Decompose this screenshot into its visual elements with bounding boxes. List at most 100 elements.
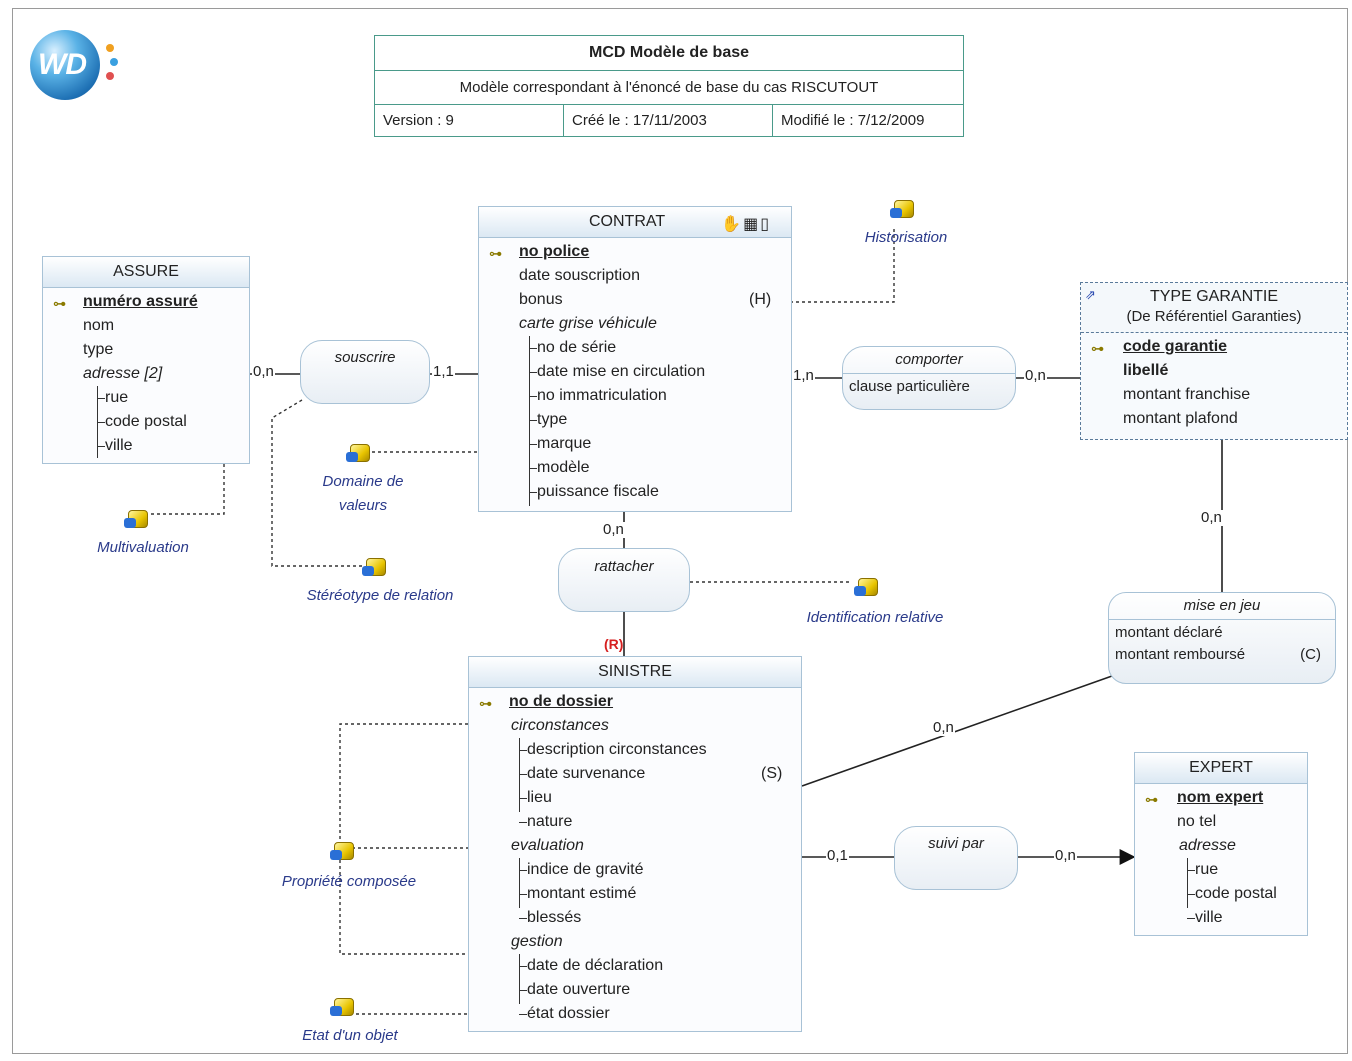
assoc-souscrire-name: souscrire [334, 349, 396, 366]
entity-expert[interactable]: EXPERT ⊶ nom expert no tel adresse rue c… [1134, 752, 1308, 936]
card-comporter-tg: 0,n [1024, 367, 1047, 384]
contrat-attr-date: date souscription [519, 267, 640, 284]
sinistre-sub-montant: montant estimé [527, 885, 637, 902]
assoc-rattacher[interactable]: rattacher [558, 548, 690, 612]
assoc-comporter[interactable]: comporter clause particulière [842, 346, 1016, 410]
model-created: Créé le : 17/11/2003 [564, 105, 773, 137]
expert-sub-cp: code postal [1195, 885, 1277, 902]
key-icon: ⊶ [489, 246, 502, 261]
model-title-block: MCD Modèle de base Modèle correspondant … [374, 35, 964, 137]
note-etat: Etat d'un objet [302, 1027, 398, 1044]
assoc-comporter-name: comporter [895, 351, 963, 368]
assoc-mise-flag: (C) [1300, 646, 1321, 663]
expert-sub-rue: rue [1195, 861, 1219, 878]
note-stereotype: Stéréotype de relation [306, 587, 454, 604]
assoc-souscrire[interactable]: souscrire [300, 340, 430, 404]
entity-tg-name: TYPE GARANTIE [1149, 288, 1279, 305]
contrat-sub-immat: no immatriculation [537, 387, 667, 404]
contrat-sub-serie: no de série [537, 339, 617, 356]
sinistre-sub-nature: nature [527, 813, 573, 830]
entity-sinistre[interactable]: SINISTRE ⊶ no de dossier circonstances d… [468, 656, 802, 1032]
sinistre-id: no de dossier [509, 693, 614, 710]
contrat-attr-bonus: bonus [519, 291, 563, 308]
note-icon [890, 198, 916, 220]
assure-composite: adresse [2] [83, 365, 163, 382]
tg-attr-franchise: montant franchise [1123, 386, 1251, 403]
entity-assure[interactable]: ASSURE ⊶ numéro assuré nom type adresse … [42, 256, 250, 464]
contrat-sub-marque: marque [537, 435, 592, 452]
model-modified: Modifié le : 7/12/2009 [781, 112, 925, 129]
key-icon: ⊶ [1091, 341, 1104, 356]
assoc-suivi-name: suivi par [928, 835, 984, 852]
key-icon: ⊶ [479, 696, 492, 711]
card-contrat-rattacher: 0,n [602, 521, 625, 538]
dash-propriete [339, 723, 510, 955]
key-icon: ⊶ [53, 296, 66, 311]
assure-attr-type: type [83, 341, 114, 358]
contrat-bonus-flag: (H) [749, 291, 772, 308]
note-icon [330, 996, 356, 1018]
card-assure-souscrire: 0,n [252, 363, 275, 380]
contrat-sub-type: type [537, 411, 568, 428]
contrat-id: no police [519, 243, 590, 260]
link-sinistre-mise [801, 675, 1113, 787]
assoc-comporter-prop: clause particulière [843, 373, 1015, 400]
assoc-mise-en-jeu[interactable]: mise en jeu montant déclaré montant remb… [1108, 592, 1336, 684]
contrat-sub-modele: modèle [537, 459, 590, 476]
card-suivi-expert: 0,n [1054, 847, 1077, 864]
entity-contrat[interactable]: CONTRAT ✋▦▯ ⊶ no police date souscriptio… [478, 206, 792, 512]
sinistre-group-eval: evaluation [511, 837, 584, 854]
sinistre-group-gestion: gestion [511, 933, 563, 950]
dash-stereotype [271, 399, 364, 567]
sinistre-sub-declaration: date de déclaration [527, 957, 664, 974]
diagram-frame [12, 8, 1348, 1054]
entity-contrat-icons: ✋▦▯ [721, 216, 771, 233]
assure-sub-rue: rue [105, 389, 129, 406]
sinistre-sub-lieu: lieu [527, 789, 552, 806]
card-contrat-comporter: 1,n [792, 367, 815, 384]
note-identification: Identification relative [806, 609, 944, 626]
tg-attr-plafond: montant plafond [1123, 410, 1238, 427]
model-title: MCD Modèle de base [375, 36, 963, 71]
expert-composite: adresse [1179, 837, 1236, 854]
sinistre-group-circ: circonstances [511, 717, 609, 734]
note-domaine: Domaine de valeurs [322, 473, 404, 514]
sinistre-sub-desc: description circonstances [527, 741, 707, 758]
entity-expert-name: EXPERT [1135, 753, 1307, 784]
card-souscrire-contrat: 1,1 [432, 363, 455, 380]
assure-sub-ville: ville [105, 437, 133, 454]
note-icon [330, 840, 356, 862]
contrat-sub-mise: date mise en circulation [537, 363, 706, 380]
sinistre-sub-ouverture: date ouverture [527, 981, 631, 998]
note-multivaluation: Multivaluation [97, 539, 189, 556]
expert-attr-tel: no tel [1177, 813, 1217, 830]
sinistre-sub-date: date survenance [527, 765, 646, 782]
windesign-logo: WD [26, 26, 126, 116]
sinistre-sub-gravite: indice de gravité [527, 861, 644, 878]
contrat-sub-puissance: puissance fiscale [537, 483, 659, 500]
sinistre-flag: (S) [761, 765, 783, 782]
entity-contrat-name: CONTRAT [589, 213, 666, 230]
note-icon [362, 556, 388, 578]
model-subtitle: Modèle correspondant à l'énoncé de base … [375, 71, 963, 105]
expert-id: nom expert [1177, 789, 1264, 806]
entity-type-garantie[interactable]: ⇗ TYPE GARANTIE (De Référentiel Garantie… [1080, 282, 1348, 440]
assoc-mise-prop-rembourse: montant remboursé [1115, 646, 1246, 663]
note-icon [854, 576, 880, 598]
card-sinistre-mise: 0,n [932, 719, 955, 736]
card-relative-id: (R) [604, 636, 624, 652]
assure-attr-nom: nom [83, 317, 115, 334]
note-propriete: Propriété composée [281, 873, 417, 890]
assoc-mise-name: mise en jeu [1183, 597, 1261, 614]
model-version: Version : 9 [375, 105, 564, 137]
assoc-suivi-par[interactable]: suivi par [894, 826, 1018, 890]
tg-id: code garantie [1123, 338, 1228, 355]
assure-id: numéro assuré [83, 293, 198, 310]
contrat-composite: carte grise véhicule [519, 315, 657, 332]
entity-sinistre-name: SINISTRE [469, 657, 801, 688]
sinistre-sub-blesses: blessés [527, 909, 582, 926]
assure-sub-cp: code postal [105, 413, 187, 430]
assoc-rattacher-name: rattacher [594, 558, 654, 575]
note-icon [346, 442, 372, 464]
